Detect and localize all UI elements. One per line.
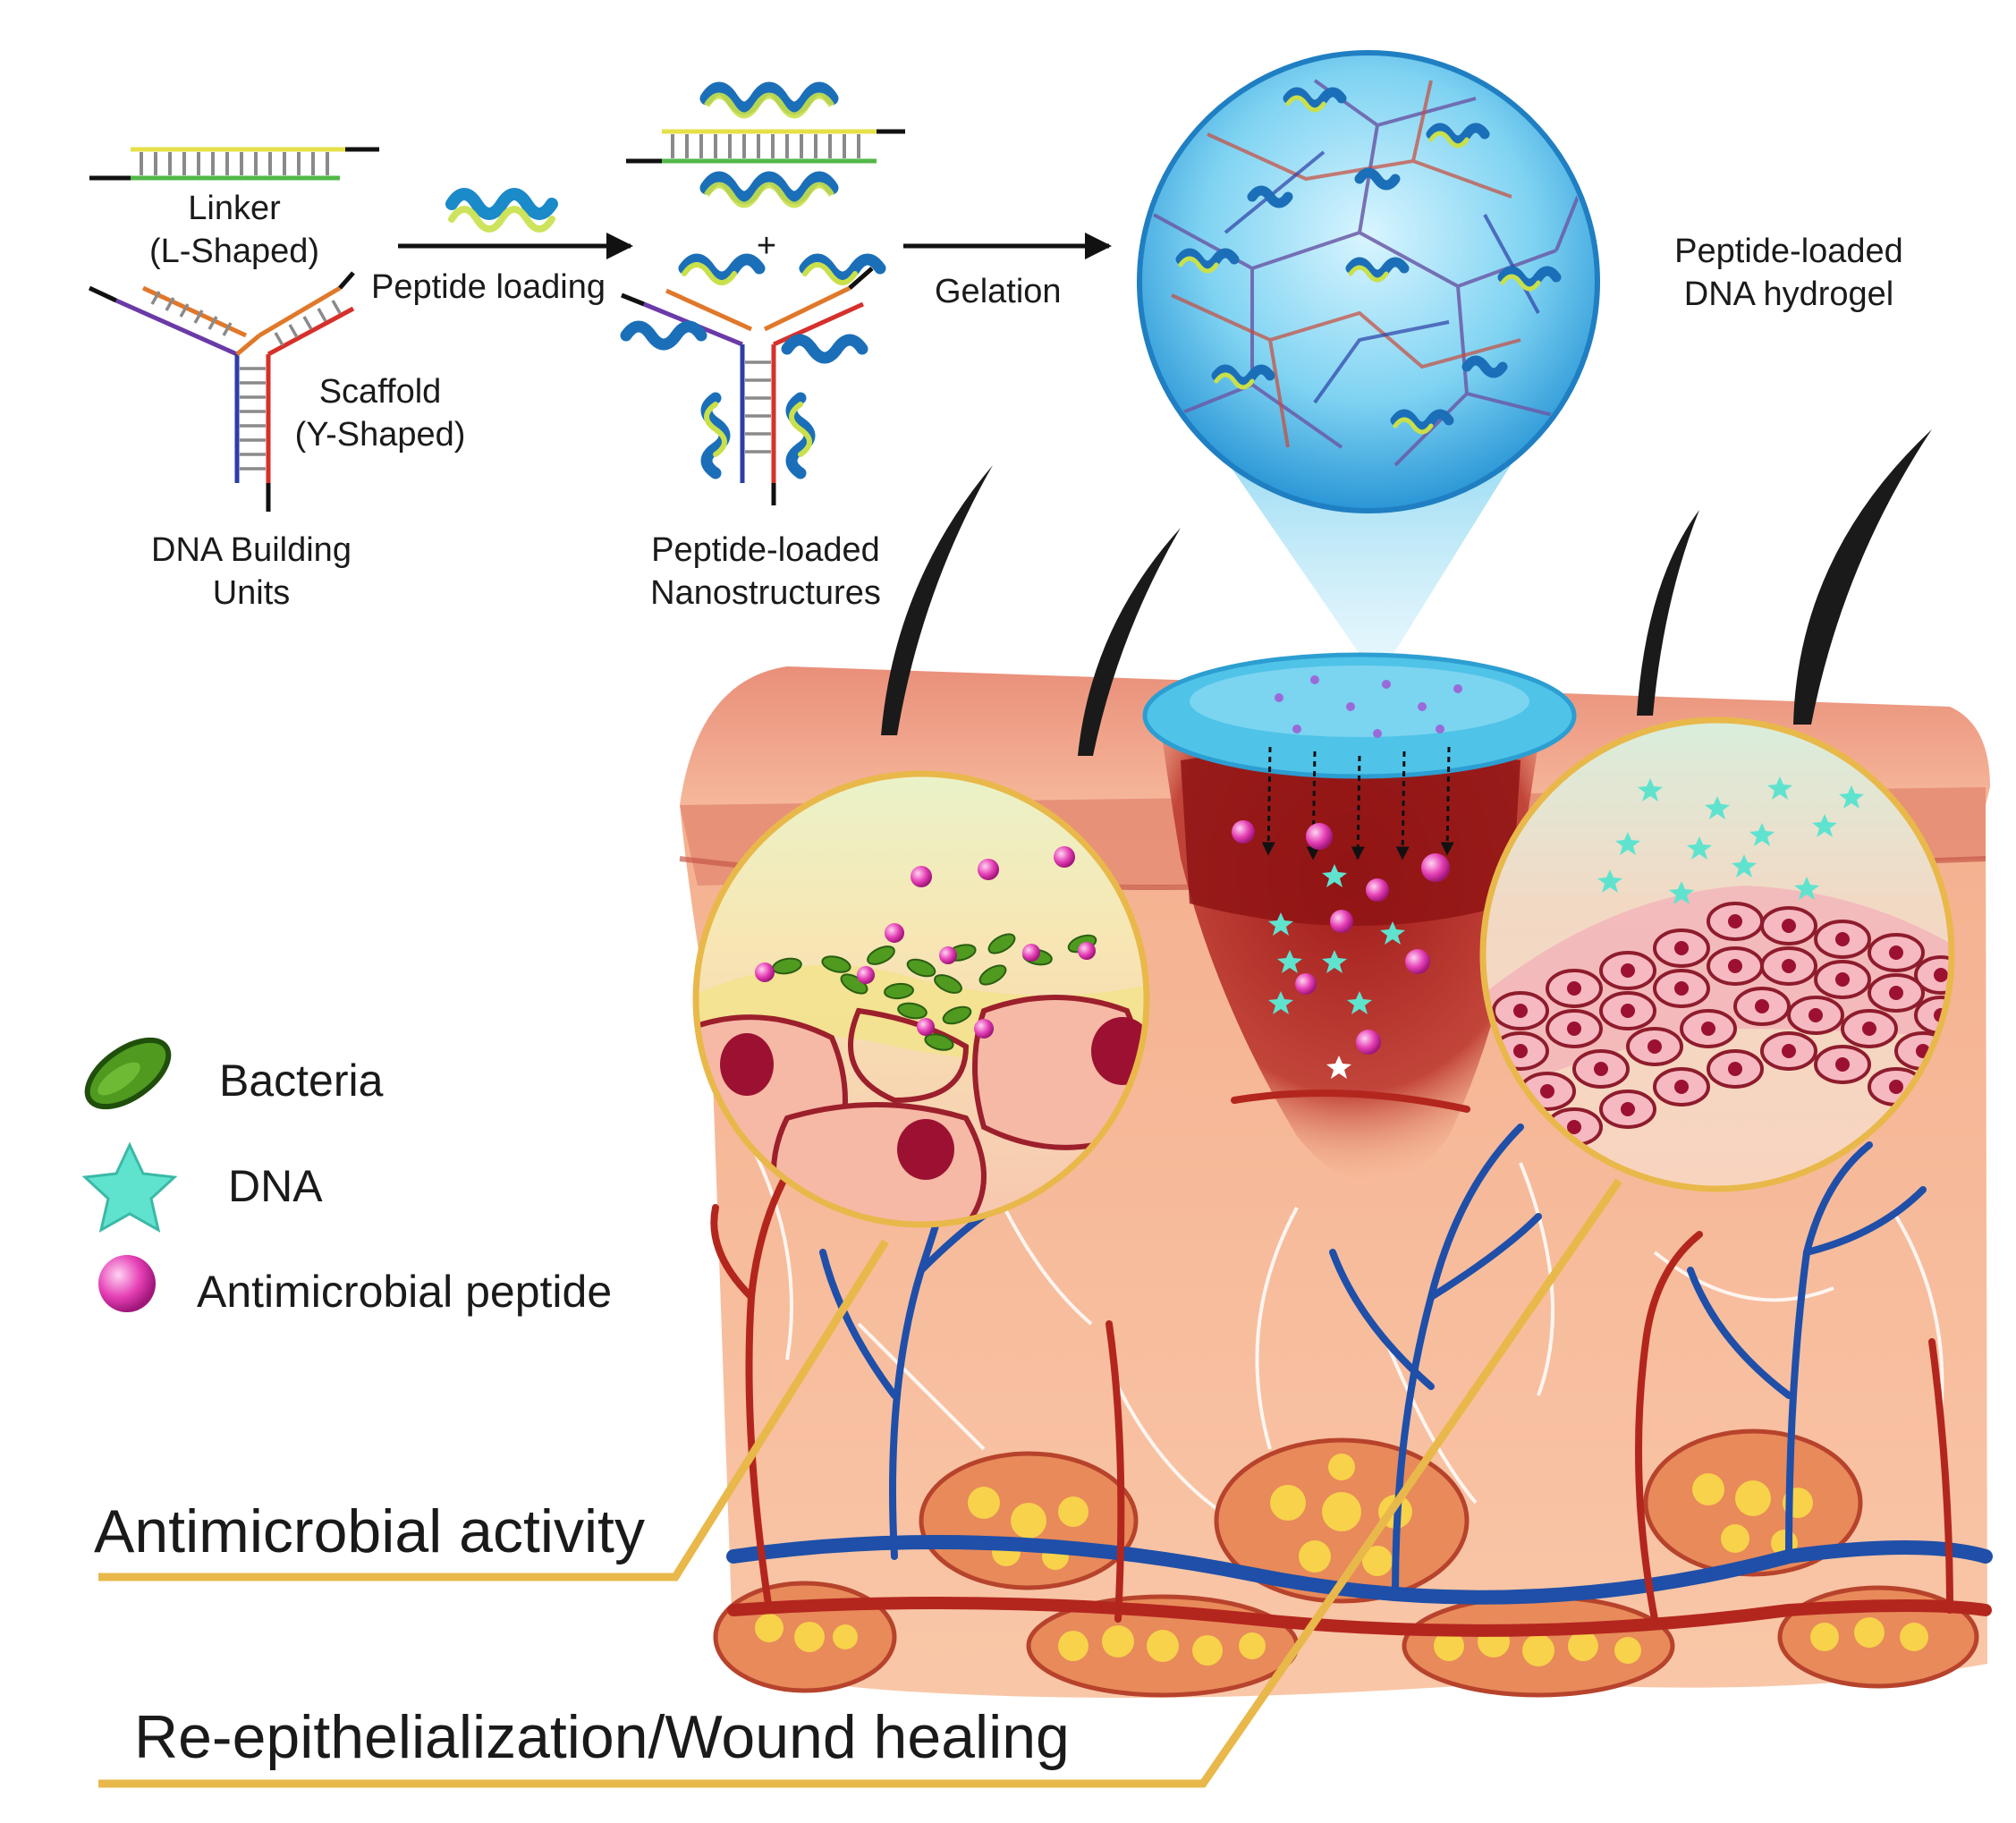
peptide-helix-icon	[445, 188, 558, 233]
hydrogel-label: Peptide-loaded DNA hydrogel	[1674, 231, 1903, 316]
antimicrobial-lens	[692, 770, 1150, 1228]
hydrogel-line2: DNA hydrogel	[1683, 275, 1894, 313]
fat-lobules	[713, 1429, 1979, 1698]
scaffold-title: Scaffold	[318, 373, 442, 411]
loaded-scaffold	[620, 253, 886, 505]
scaffold-shape: (Y-Shaped)	[294, 415, 466, 454]
plus-sign: +	[756, 227, 777, 265]
linker-label: Linker (L-Shaped)	[149, 188, 319, 273]
legend-dna-label: DNA	[228, 1161, 323, 1211]
nanostructures-line1: Peptide-loaded	[651, 531, 880, 569]
wound-healing-leader-line	[98, 1178, 1622, 1788]
loaded-linker	[626, 81, 905, 208]
blood-vessels	[710, 1090, 1993, 1637]
nanostructures-label: Peptide-loaded Nanostructures	[650, 530, 881, 615]
building-units-label: DNA Building Units	[151, 530, 352, 615]
hydrogel-line1: Peptide-loaded	[1674, 233, 1903, 270]
wound-dna-stars	[1268, 864, 1405, 1079]
hair-strands	[881, 429, 1932, 756]
gelation-label: Gelation	[935, 273, 1062, 310]
bacteria-icon	[84, 1037, 172, 1110]
linker-shape: (L-Shaped)	[148, 232, 320, 270]
building-units-line2: Units	[212, 573, 291, 612]
building-units-line1: DNA Building	[151, 531, 352, 569]
callout-antimicrobial: Antimicrobial activity	[94, 1497, 645, 1565]
legend-bacteria-label: Bacteria	[219, 1056, 384, 1106]
linker-title: Linker	[188, 190, 281, 227]
hydrogel-sphere	[1137, 50, 1600, 680]
scaffold-y-shaped	[88, 271, 355, 512]
scaffold-label: Scaffold (Y-Shaped)	[295, 371, 466, 456]
nanostructures-line2: Nanostructures	[650, 573, 881, 612]
legend-peptide-label: Antimicrobial peptide	[197, 1267, 613, 1317]
wound-peptides	[1232, 820, 1450, 1055]
linker-l-shaped	[89, 147, 379, 181]
peptide-loading-label: Peptide loading	[371, 268, 606, 306]
dna-star-icon	[81, 1141, 178, 1233]
antimicrobial-peptide-icon	[98, 1255, 156, 1312]
antimicrobial-leader-line	[98, 1239, 889, 1581]
callout-wound-healing: Re-epithelialization/Wound healing	[134, 1703, 1070, 1771]
wound-healing-lens	[1479, 716, 1955, 1192]
